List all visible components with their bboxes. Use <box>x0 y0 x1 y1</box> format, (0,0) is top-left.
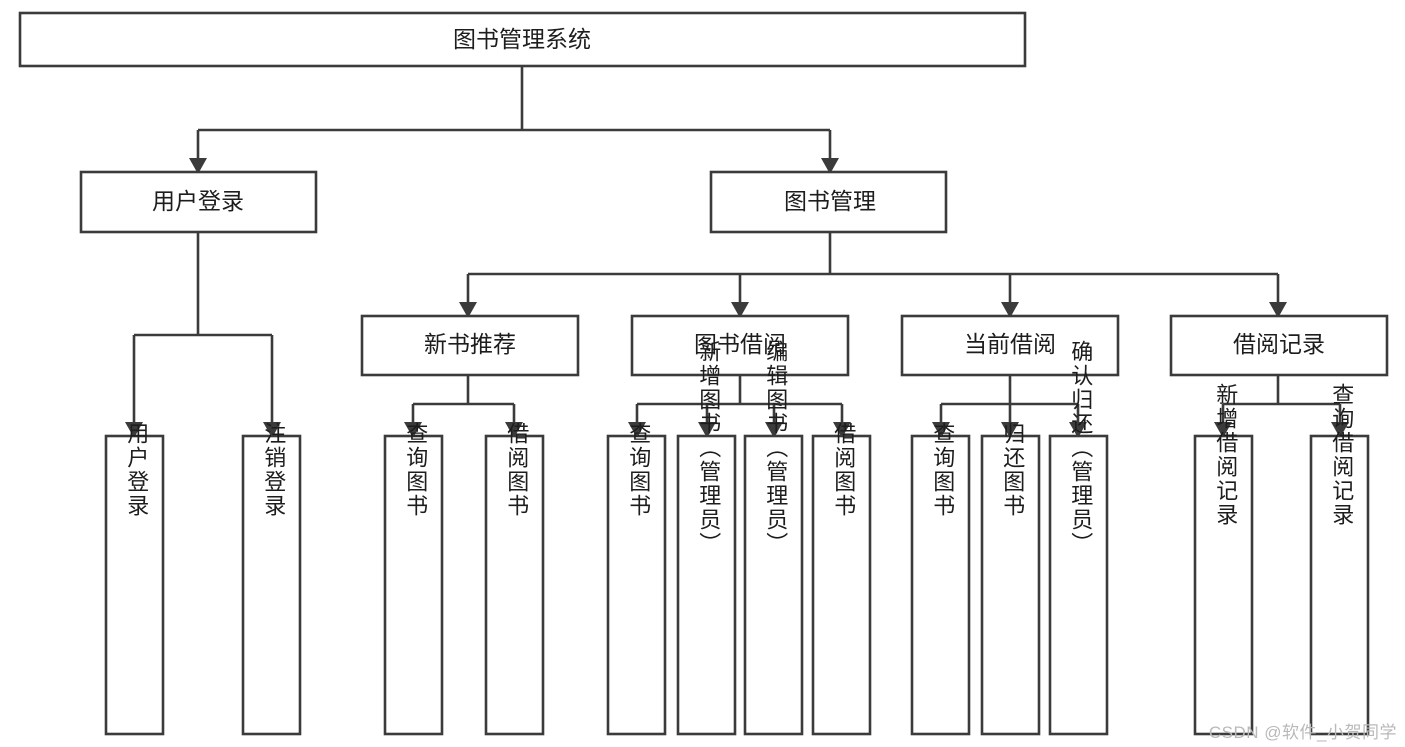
node-root-system-label: 图书管理系统 <box>453 26 591 52</box>
arrow-head-user-login-leaf2 <box>263 422 281 438</box>
node-book-borrow[interactable]: 图书借阅 <box>630 314 850 377</box>
node-borrow-record-box[interactable] <box>1169 314 1389 377</box>
arrow-head-nbr-leaf2 <box>505 422 523 438</box>
leaf-cb-return-book-box[interactable] <box>980 434 1041 736</box>
arrow-head-user-login-leaf1 <box>125 422 143 438</box>
node-book-borrow-box[interactable] <box>630 314 850 377</box>
leaf-bb-edit-book-admin-box[interactable] <box>743 434 804 736</box>
node-borrow-record[interactable]: 借阅记录 <box>1169 314 1389 377</box>
node-current-borrow-box[interactable] <box>900 314 1120 377</box>
leaf-bb-edit-book-admin[interactable]: 编辑图书（管理员） <box>743 340 804 736</box>
leaf-user-login-box[interactable] <box>104 434 165 736</box>
leaf-br-query-record-box[interactable] <box>1309 434 1370 736</box>
node-book-management[interactable]: 图书管理 <box>709 170 948 234</box>
leaf-user-login-label: 用户登录 <box>124 422 149 518</box>
arrow-head-br-leaf2 <box>1331 422 1349 438</box>
leaf-nbr-borrow-book-label: 借阅图书 <box>504 422 529 518</box>
node-new-book-recommend-box[interactable] <box>360 314 580 377</box>
leaf-br-query-record-label: 查询借阅记录 <box>1329 383 1354 527</box>
leaf-bb-add-book-admin-label: 新增图书（管理员） <box>696 340 721 556</box>
leaf-bb-add-book-admin[interactable]: 新增图书（管理员） <box>676 340 737 736</box>
leaf-bb-query-book-label: 查询图书 <box>626 422 651 518</box>
arrow-head-cb-leaf2 <box>1001 422 1019 438</box>
leaf-bb-borrow-book-label: 借阅图书 <box>831 422 856 518</box>
leaf-bb-query-book-box[interactable] <box>606 434 667 736</box>
arrow-head-cb-leaf1 <box>932 422 950 438</box>
node-book-borrow-label: 图书借阅 <box>694 331 786 357</box>
leaf-user-login[interactable]: 用户登录 <box>104 422 165 736</box>
node-new-book-recommend-label: 新书推荐 <box>424 331 516 357</box>
leaf-cb-query-book-label: 查询图书 <box>930 422 955 518</box>
arrow-head-br-leaf1 <box>1214 422 1232 438</box>
leaf-bb-edit-book-admin-label: 编辑图书（管理员） <box>763 340 788 556</box>
arrow-head-bb-leaf3 <box>765 422 783 438</box>
leaf-cb-query-book[interactable]: 查询图书 <box>910 422 971 736</box>
leaf-bb-query-book[interactable]: 查询图书 <box>606 422 667 736</box>
node-root-system[interactable]: 图书管理系统 <box>18 11 1027 68</box>
leaf-cb-confirm-return-admin-label: 确认归还（管理员） <box>1068 340 1093 556</box>
leaf-cb-query-book-box[interactable] <box>910 434 971 736</box>
arrow-head-borrow-record <box>1269 302 1287 318</box>
node-book-management-label: 图书管理 <box>784 188 876 214</box>
node-root-system-box[interactable] <box>18 11 1027 68</box>
arrow-head-bb-leaf4 <box>833 422 851 438</box>
leaf-bb-borrow-book-box[interactable] <box>811 434 872 736</box>
arrow-head-to-book-mgmt <box>821 158 839 174</box>
arrow-head-current-borrow <box>1001 302 1019 318</box>
leaf-logout[interactable]: 注销登录 <box>241 422 302 736</box>
node-current-borrow-label: 当前借阅 <box>964 331 1056 357</box>
leaf-nbr-borrow-book[interactable]: 借阅图书 <box>484 422 545 736</box>
leaf-nbr-query-book[interactable]: 查询图书 <box>383 422 444 736</box>
leaf-logout-box[interactable] <box>241 434 302 736</box>
leaf-bb-add-book-admin-box[interactable] <box>676 434 737 736</box>
connector-layer <box>125 66 1349 438</box>
leaf-nbr-borrow-book-box[interactable] <box>484 434 545 736</box>
node-new-book-recommend[interactable]: 新书推荐 <box>360 314 580 377</box>
node-user-login-box[interactable] <box>79 170 318 234</box>
node-book-management-box[interactable] <box>709 170 948 234</box>
leaf-cb-confirm-return-admin[interactable]: 确认归还（管理员） <box>1048 340 1109 736</box>
leaf-cb-confirm-return-admin-box[interactable] <box>1048 434 1109 736</box>
leaf-br-add-record-label: 新增借阅记录 <box>1213 383 1238 527</box>
arrow-head-cb-leaf3 <box>1069 422 1087 438</box>
leaf-bb-borrow-book[interactable]: 借阅图书 <box>811 422 872 736</box>
arrow-head-book-borrow <box>731 302 749 318</box>
node-user-login-label: 用户登录 <box>152 188 244 214</box>
leaf-br-add-record-box[interactable] <box>1193 434 1254 736</box>
leaf-cb-return-book-label: 归还图书 <box>1000 422 1025 518</box>
node-user-login[interactable]: 用户登录 <box>79 170 318 234</box>
arrow-head-new-book-rec <box>459 302 477 318</box>
leaf-logout-label: 注销登录 <box>261 422 286 518</box>
arrow-head-nbr-leaf1 <box>404 422 422 438</box>
leaf-br-query-record[interactable]: 查询借阅记录 <box>1309 383 1370 736</box>
node-current-borrow[interactable]: 当前借阅 <box>900 314 1120 377</box>
node-borrow-record-label: 借阅记录 <box>1233 331 1325 357</box>
leaf-nbr-query-book-box[interactable] <box>383 434 444 736</box>
leaf-br-add-record[interactable]: 新增借阅记录 <box>1193 383 1254 736</box>
leaf-cb-return-book[interactable]: 归还图书 <box>980 422 1041 736</box>
arrow-head-to-user-login <box>189 158 207 174</box>
arrow-head-bb-leaf2 <box>698 422 716 438</box>
leaf-nbr-query-book-label: 查询图书 <box>403 422 428 518</box>
arrow-head-bb-leaf1 <box>628 422 646 438</box>
